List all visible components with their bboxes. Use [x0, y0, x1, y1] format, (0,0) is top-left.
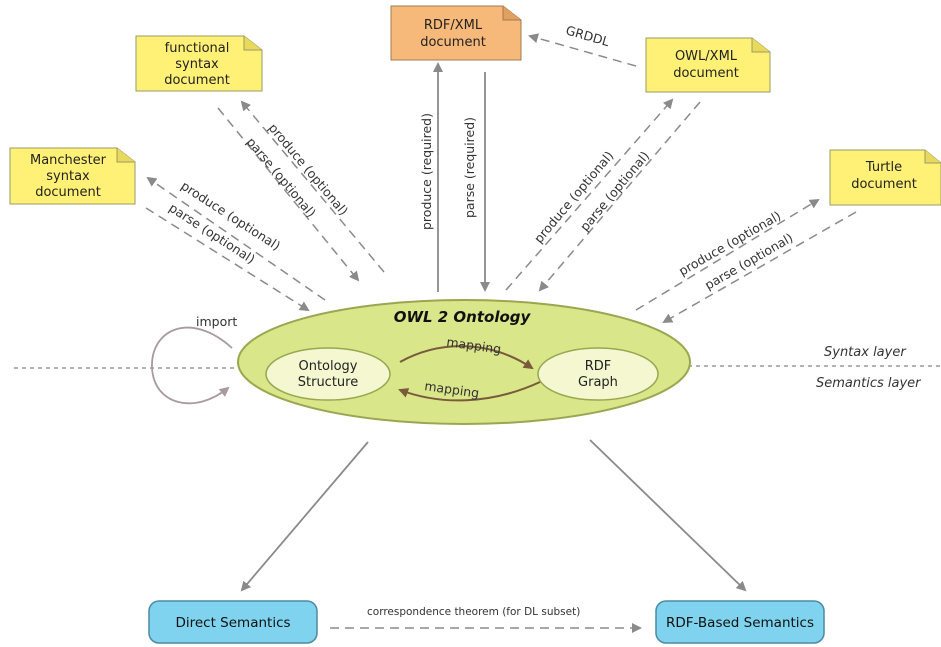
grddl-label: GRDDL [564, 22, 611, 49]
owlxml-produce-arrow [505, 98, 674, 291]
grddl-arrow [528, 33, 637, 67]
functional-doc-line3: document [164, 73, 230, 88]
owlxml-doc-line1: OWL/XML [675, 49, 738, 64]
functional-doc-line1: functional [165, 41, 230, 56]
functional-produce-arrow [240, 100, 385, 273]
correspondence-label: correspondence theorem (for DL subset) [367, 606, 580, 618]
owlxml-parse-arrow [538, 101, 701, 292]
direct-semantics-arrow [240, 441, 369, 592]
import-loop-arrow [151, 326, 233, 405]
import-label: import [196, 314, 237, 329]
manchester-doc-line3: document [35, 185, 101, 200]
ontology-structure-ellipse [265, 347, 391, 401]
rdf-graph-line1: RDF [585, 359, 612, 374]
direct-semantics-box: Direct Semantics [148, 600, 318, 644]
syntax-layer-label: Syntax layer [824, 345, 907, 360]
rdfxml-doc-line2: document [420, 35, 486, 50]
turtle-document: Turtle document [829, 149, 941, 206]
turtle-parse-arrow [662, 211, 857, 323]
functional-parse-arrow [217, 107, 360, 282]
rdfxml-document: RDF/XML document [390, 5, 522, 61]
ontology-title: OWL 2 Ontology [394, 308, 532, 326]
semantics-layer-label: Semantics layer [816, 376, 922, 391]
rdf-graph-line2: Graph [578, 375, 618, 390]
rdf-based-semantics-arrow [589, 439, 747, 592]
rdfxml-doc-line1: RDF/XML [424, 18, 483, 33]
manchester-produce-arrow [146, 176, 326, 301]
mapping-arrow-forward [399, 345, 534, 370]
manchester-doc-line2: syntax [46, 169, 90, 184]
rdfxml-produce-label: produce (required) [419, 113, 434, 230]
rdf-graph-ellipse [537, 347, 659, 401]
turtle-doc-line1: Turtle [865, 160, 902, 175]
ontology-structure-line2: Structure [298, 375, 358, 390]
manchester-doc-line1: Manchester [30, 153, 107, 168]
functional-syntax-document: functional syntax document [135, 35, 263, 92]
manchester-syntax-document: Manchester syntax document [9, 147, 136, 205]
owlxml-document: OWL/XML document [645, 37, 771, 93]
functional-doc-line2: syntax [175, 57, 219, 72]
turtle-produce-arrow [635, 198, 820, 311]
direct-semantics-label: Direct Semantics [175, 615, 290, 631]
rdf-based-semantics-box: RDF-Based Semantics [655, 600, 825, 644]
rdf-based-semantics-label: RDF-Based Semantics [666, 615, 814, 631]
owlxml-doc-line2: document [673, 66, 739, 81]
turtle-doc-line2: document [851, 177, 917, 192]
manchester-parse-arrow [145, 207, 310, 312]
mapping-arrow-backward [398, 381, 541, 402]
ontology-structure-line1: Ontology [298, 359, 357, 374]
rdfxml-parse-label: parse (required) [462, 117, 477, 218]
